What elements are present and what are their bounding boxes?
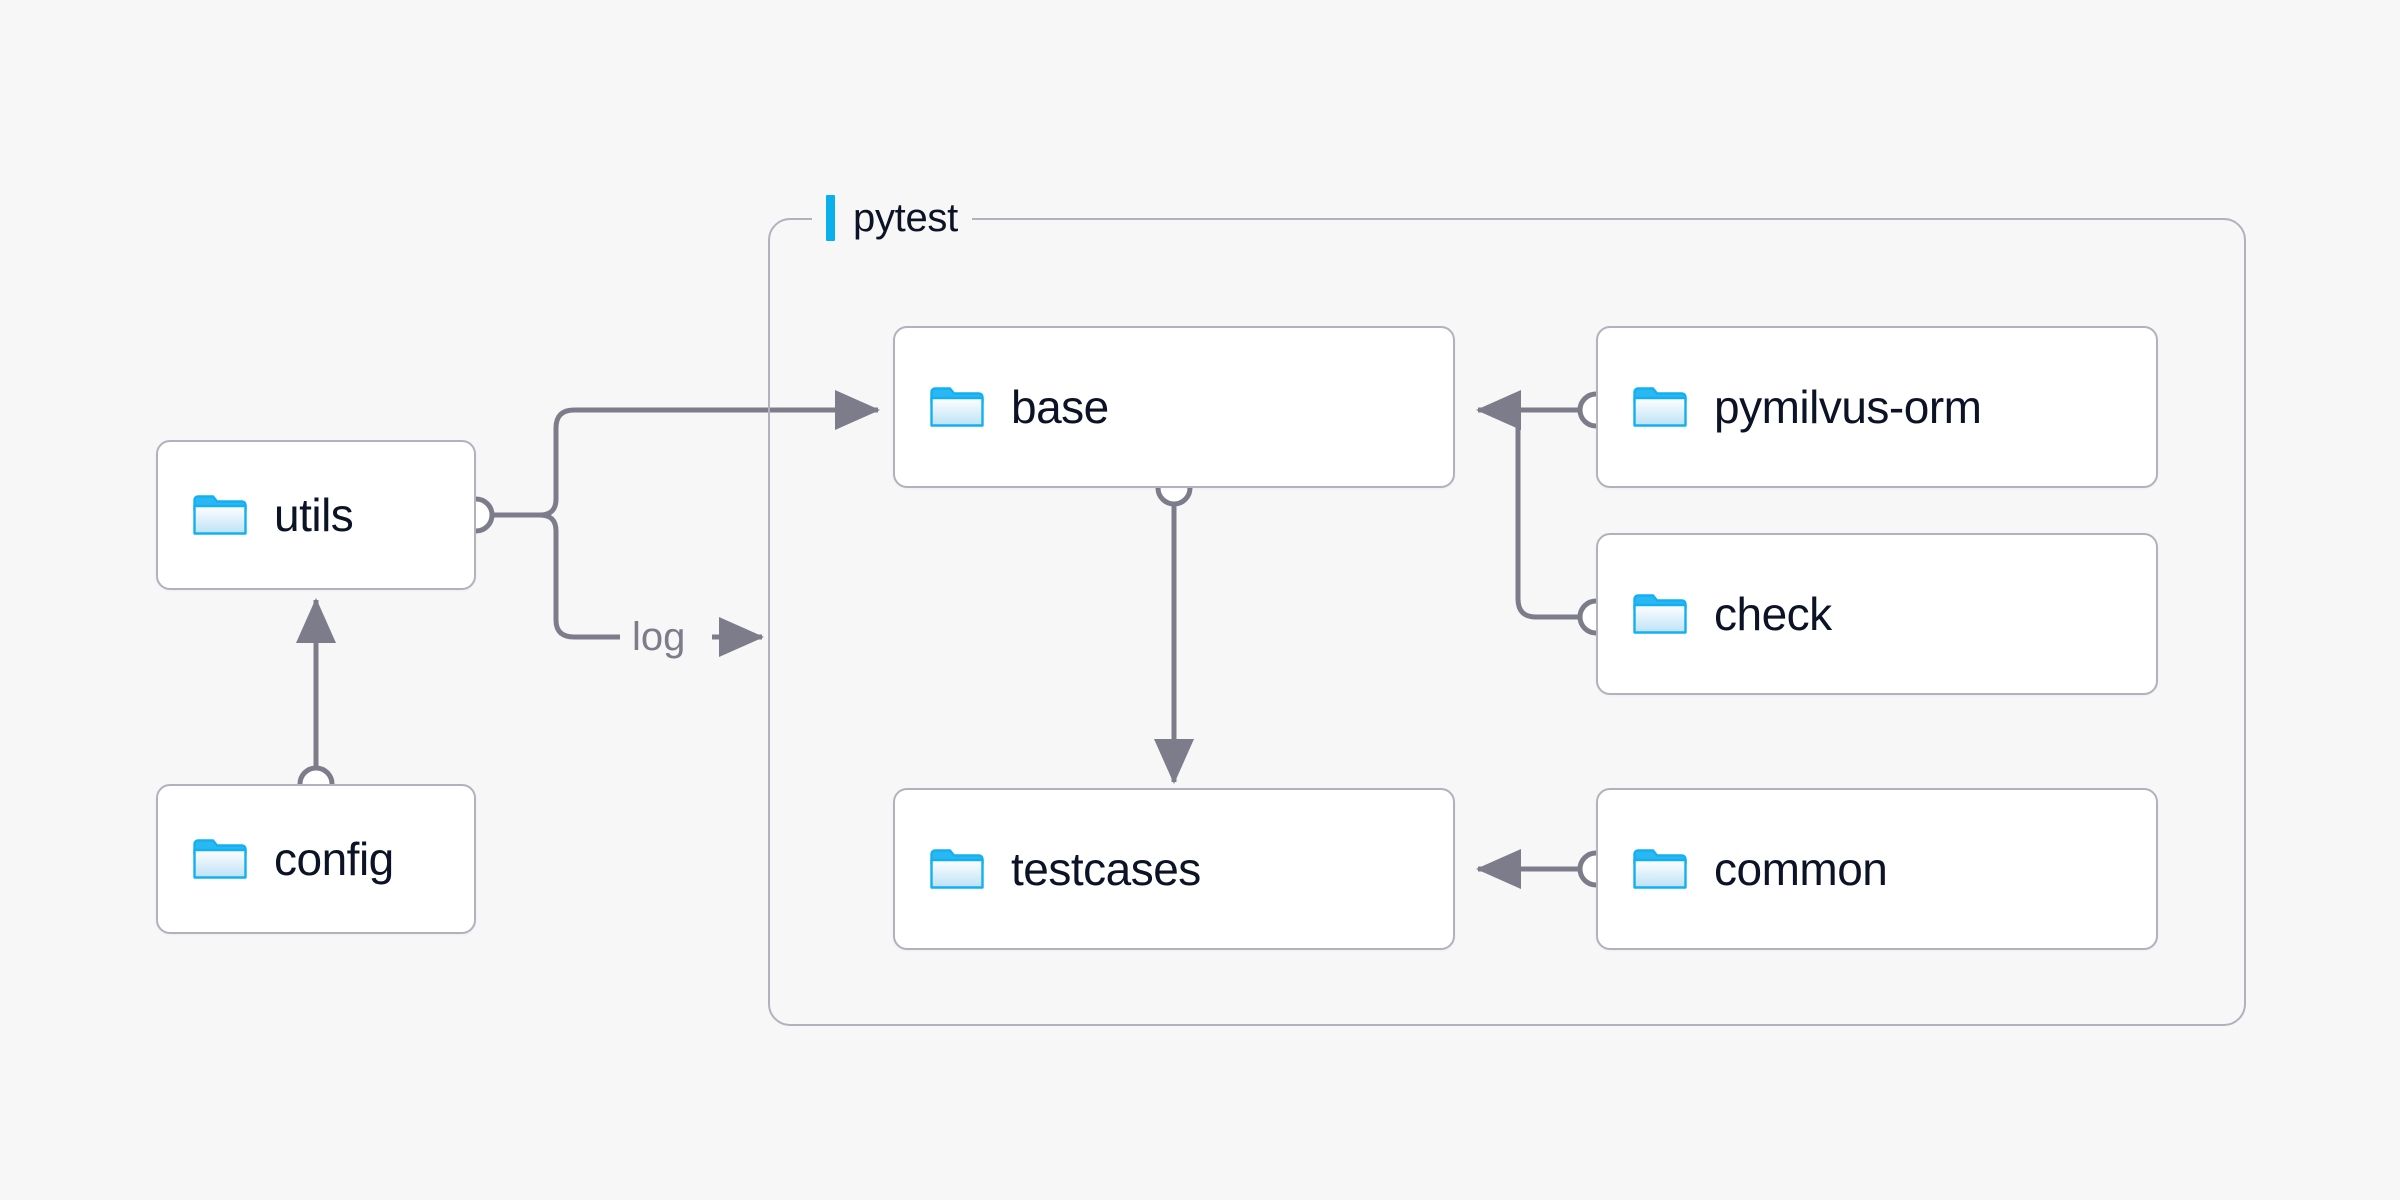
node-testcases[interactable]: testcases [893,788,1455,950]
edge-label-log: log [632,615,686,659]
pytest-group-title-label: pytest [853,196,958,240]
folder-icon [1633,387,1687,427]
node-base[interactable]: base [893,326,1455,488]
folder-icon [930,849,984,889]
node-label: base [1011,381,1109,433]
node-label: pymilvus-orm [1714,381,1982,433]
node-label: config [274,833,394,885]
node-common[interactable]: common [1596,788,2158,950]
folder-icon [930,387,984,427]
folder-icon [1633,849,1687,889]
node-label: check [1714,588,1832,640]
node-pymilvus-orm[interactable]: pymilvus-orm [1596,326,2158,488]
folder-icon [193,839,247,879]
node-label: utils [274,489,354,541]
edge-utils-to-log [539,512,620,640]
pytest-group-container[interactable] [768,218,2246,1026]
node-utils[interactable]: utils [156,440,476,590]
folder-icon [193,495,247,535]
node-label: testcases [1011,843,1201,895]
accent-bar-icon [826,195,835,241]
node-check[interactable]: check [1596,533,2158,695]
folder-icon [1633,594,1687,634]
node-config[interactable]: config [156,784,476,934]
pytest-group-title: pytest [812,190,972,246]
node-label: common [1714,843,1888,895]
